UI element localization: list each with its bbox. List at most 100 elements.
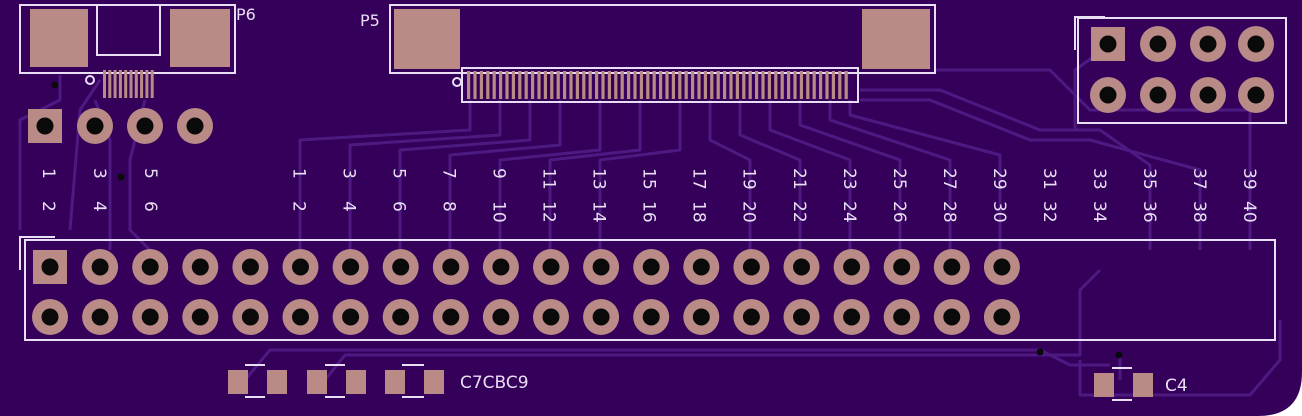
header-pin-odd-13: [332, 249, 369, 285]
left-label-top: 1: [38, 168, 58, 179]
p5-pin: [755, 71, 759, 99]
p5-pin: [767, 71, 771, 99]
p5-pin: [473, 71, 477, 99]
p6-pin: [150, 70, 154, 98]
header-pin-odd-7: [182, 249, 219, 285]
header-pin-even-16: [382, 299, 419, 335]
ref-p6: P6: [236, 5, 256, 24]
p1-pin-top-1: [1091, 27, 1125, 61]
p5-pin: [716, 71, 720, 99]
header-pin-odd-29: [733, 249, 770, 285]
header-label-even: 20: [739, 201, 759, 223]
left-pin-4: [177, 108, 213, 144]
header-pin-odd-5: [132, 249, 169, 285]
header-pin-even-14: [332, 299, 369, 335]
header-pin-even-4: [82, 299, 119, 335]
p5-pin: [518, 71, 522, 99]
p6-notch: [96, 5, 161, 56]
p5-pin: [563, 71, 567, 99]
capacitor-pads: [228, 370, 1153, 397]
header-label-even: 4: [338, 201, 358, 212]
p5-pin: [812, 71, 816, 99]
header-label-even: 6: [388, 201, 408, 212]
p5-pin: [831, 71, 835, 99]
p5-pin: [735, 71, 739, 99]
capacitor-c9: [402, 364, 424, 398]
header-pin-even-18: [432, 299, 469, 335]
capacitor-c7: [245, 364, 265, 398]
c7-pad-2: [267, 370, 287, 394]
header-pin-even-8: [182, 299, 219, 335]
vias: [51, 81, 1123, 359]
p6-connector: [30, 9, 230, 98]
header-label-odd: 39: [1239, 168, 1259, 190]
p5-pin: [787, 71, 791, 99]
p5-pin: [556, 71, 560, 99]
header-label-even: 18: [689, 201, 709, 223]
p5-pin: [633, 71, 637, 99]
p5-pin: [652, 71, 656, 99]
via: [51, 81, 59, 89]
p5-pin: [659, 71, 663, 99]
header-pin-odd-39: [983, 249, 1020, 285]
cb-pad-1: [307, 370, 327, 394]
header-label-even: 28: [939, 201, 959, 223]
header-label-odd: 13: [589, 168, 609, 190]
p5-pin: [665, 71, 669, 99]
p5-pin: [819, 71, 823, 99]
p5-pin: [595, 71, 599, 99]
header-label-odd: 23: [839, 168, 859, 190]
p5-pin-frame: [461, 67, 859, 103]
header-pin-even-30: [733, 299, 770, 335]
p5-mount-pad-right: [862, 9, 930, 69]
header-pin-even-36: [883, 299, 920, 335]
header-label-odd: 19: [739, 168, 759, 190]
p5-pin: [799, 71, 803, 99]
header-pin-even-28: [683, 299, 720, 335]
header-label-odd: 17: [689, 168, 709, 190]
p1-pin-bottom-4: [1238, 77, 1274, 113]
copper-traces: [18, 43, 1282, 397]
p5-pin: [844, 71, 848, 99]
p5-pin: [524, 71, 528, 99]
p6-pin: [118, 70, 122, 98]
left-pin-2: [77, 108, 113, 144]
header-label-odd: 3: [338, 168, 358, 179]
header-pin-even-12: [282, 299, 319, 335]
header-label-even: 16: [639, 201, 659, 223]
p6-pin: [103, 70, 106, 98]
p6-mount-pad-right: [170, 9, 230, 67]
ref-c4: C4: [1165, 376, 1188, 396]
header-pin-even-6: [132, 299, 169, 335]
pin1-corner-marker: [19, 236, 55, 270]
p5-pin: [492, 71, 496, 99]
header-label-even: 32: [1039, 201, 1059, 223]
left-label-bottom: 4: [89, 201, 109, 212]
p5-pin: [627, 71, 631, 99]
p5-pin: [729, 71, 733, 99]
c7-pad-1: [228, 370, 248, 394]
left-label-top: 5: [140, 168, 160, 179]
p5-pin: [569, 71, 573, 99]
header-label-odd: 5: [388, 168, 408, 179]
p5-pin: [575, 71, 579, 99]
header-pin-even-10: [232, 299, 269, 335]
p5-pin: [467, 71, 471, 99]
p5-pin: [588, 71, 592, 99]
header-label-odd: 7: [438, 168, 458, 179]
p6-pin: [113, 70, 117, 98]
p5-pin: [806, 71, 810, 99]
p5-connector: [394, 9, 930, 99]
header-label-odd: 33: [1089, 168, 1109, 190]
header-pin-odd-21: [533, 249, 569, 285]
header-pin-odd-15: [382, 249, 419, 285]
header-pin-even-20: [482, 299, 519, 335]
main-header-outline: [24, 239, 1276, 341]
c4-pad-1: [1094, 373, 1114, 397]
header-pin-even-38: [933, 299, 970, 335]
p5-pin: [639, 71, 643, 99]
header-label-odd: 15: [639, 168, 659, 190]
p5-pin: [671, 71, 675, 99]
left-pin-1: [28, 109, 62, 143]
